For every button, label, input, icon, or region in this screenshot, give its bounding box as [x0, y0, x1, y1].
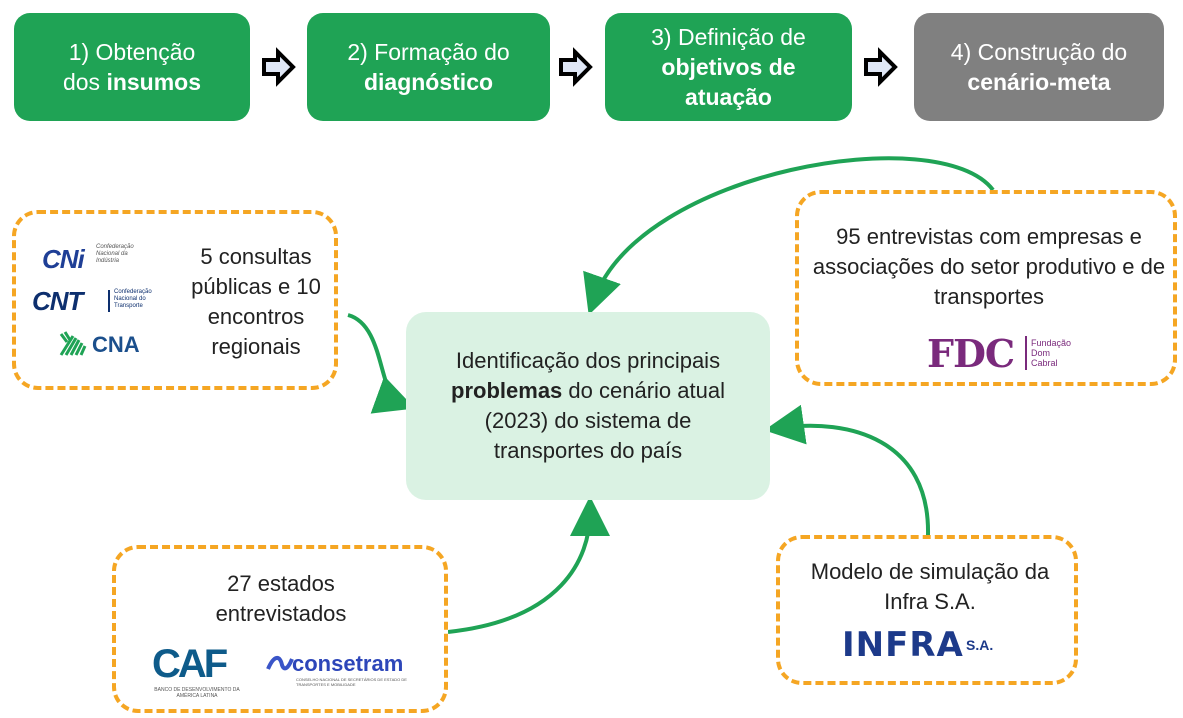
cna-leaf-icon [59, 331, 87, 356]
step-3-line2-bold: objetivos de [661, 54, 796, 80]
fdc-logo: FDC Fundação Dom Cabral [927, 332, 1087, 376]
infra-logo-text: INFRA [842, 625, 964, 665]
modelo-text: Modelo de simulação da Infra S.A. [810, 559, 1050, 614]
source-estados-box: 27 estados entrevistados CAF BANCO DE DE… [112, 545, 448, 713]
arrow-estados-to-center [447, 496, 610, 634]
step-4-box: 4) Construção do cenário-meta [914, 13, 1164, 121]
consetram-logo-text: consetram [292, 651, 404, 676]
chevron-right-icon [559, 47, 593, 87]
step-3-line2: objetivos de [661, 52, 795, 82]
fdc-logo-sub: Fundação Dom Cabral [1031, 338, 1072, 368]
step-3-line1: 3) Definição de [651, 24, 806, 50]
cni-logo-sub: Confederação Nacional da Indústria [96, 244, 134, 264]
cni-logo: CNi Confederação Nacional da Indústria [42, 244, 162, 278]
fdc-logo-text: FDC [927, 331, 1015, 376]
arrow-modelo-to-center [764, 404, 931, 536]
center-text-bold: problemas [451, 378, 563, 403]
step-4-line2: cenário-meta [967, 67, 1110, 97]
source-consultas-box: CNi Confederação Nacional da Indústria C… [12, 210, 338, 390]
consetram-logo-sub: CONSELHO NACIONAL DE SECRETÁRIOS DE ESTA… [296, 677, 407, 687]
center-text-pre: Identificação dos principais [455, 348, 721, 373]
caf-logo-sub: BANCO DE DESENVOLVIMENTO DA AMÉRICA LATI… [154, 687, 240, 699]
step-1-line2-prefix: dos [62, 69, 107, 95]
step-2-line2-bold: diagnóstico [363, 69, 494, 95]
fdc-logo-divider [1025, 336, 1027, 370]
cna-logo-text: CNA [92, 332, 140, 357]
infra-logo: INFRA S.A. [842, 625, 1022, 665]
chevron-right-icon [864, 47, 898, 87]
cnt-logo: CNT Confederação Nacional do Transporte [32, 286, 172, 316]
step-2-line1: 2) Formação do [347, 39, 510, 65]
consetram-logo: consetram CONSELHO NACIONAL DE SECRETÁRI… [266, 651, 416, 691]
estados-text: 27 estados entrevistados [215, 571, 347, 626]
step-1-line1: 1) Obtenção [68, 39, 196, 65]
step-4-line2-bold: cenário-meta [967, 69, 1111, 95]
cnt-logo-text: CNT [32, 286, 83, 316]
chevron-right-icon [262, 47, 296, 87]
consetram-swoosh-icon [266, 656, 294, 671]
center-problems-box: Identificação dos principais problemas d… [406, 312, 770, 500]
step-3-box: 3) Definição de objetivos de atuação [605, 13, 852, 121]
step-3-line3: atuação [685, 82, 772, 112]
step-1-line2: dos insumos [63, 67, 201, 97]
step-3-line3-bold: atuação [685, 84, 772, 110]
caf-logo-text: CAF [152, 642, 228, 686]
cni-logo-text: CNi [42, 244, 85, 274]
arrow-consultas-to-center [347, 313, 416, 414]
step-1-box: 1) Obtenção dos insumos [14, 13, 250, 121]
cna-logo: CNA [58, 330, 158, 360]
cnt-logo-divider [108, 290, 110, 312]
caf-logo: CAF BANCO DE DESENVOLVIMENTO DA AMÉRICA … [152, 643, 242, 699]
center-text-post: do cenário atual (2023) do sistema de tr… [484, 378, 725, 463]
entrevistas-text: 95 entrevistas com empresas e associaçõe… [812, 224, 1166, 309]
center-text: Identificação dos principais problemas d… [428, 346, 748, 466]
step-4-line1: 4) Construção do [950, 39, 1128, 65]
infra-logo-suffix: S.A. [966, 637, 994, 653]
cnt-logo-sub: Confederação Nacional do Transporte [114, 289, 152, 309]
arrow-entrevistas-to-center [583, 156, 995, 316]
source-entrevistas-box: 95 entrevistas com empresas e associaçõe… [795, 190, 1177, 386]
consultas-text: 5 consultas públicas e 10 encontros regi… [191, 244, 321, 359]
step-2-line2: diagnóstico [364, 67, 493, 97]
source-modelo-box: Modelo de simulação da Infra S.A. INFRA … [776, 535, 1078, 685]
step-2-box: 2) Formação do diagnóstico [307, 13, 550, 121]
step-1-line2-bold: insumos [106, 69, 202, 95]
